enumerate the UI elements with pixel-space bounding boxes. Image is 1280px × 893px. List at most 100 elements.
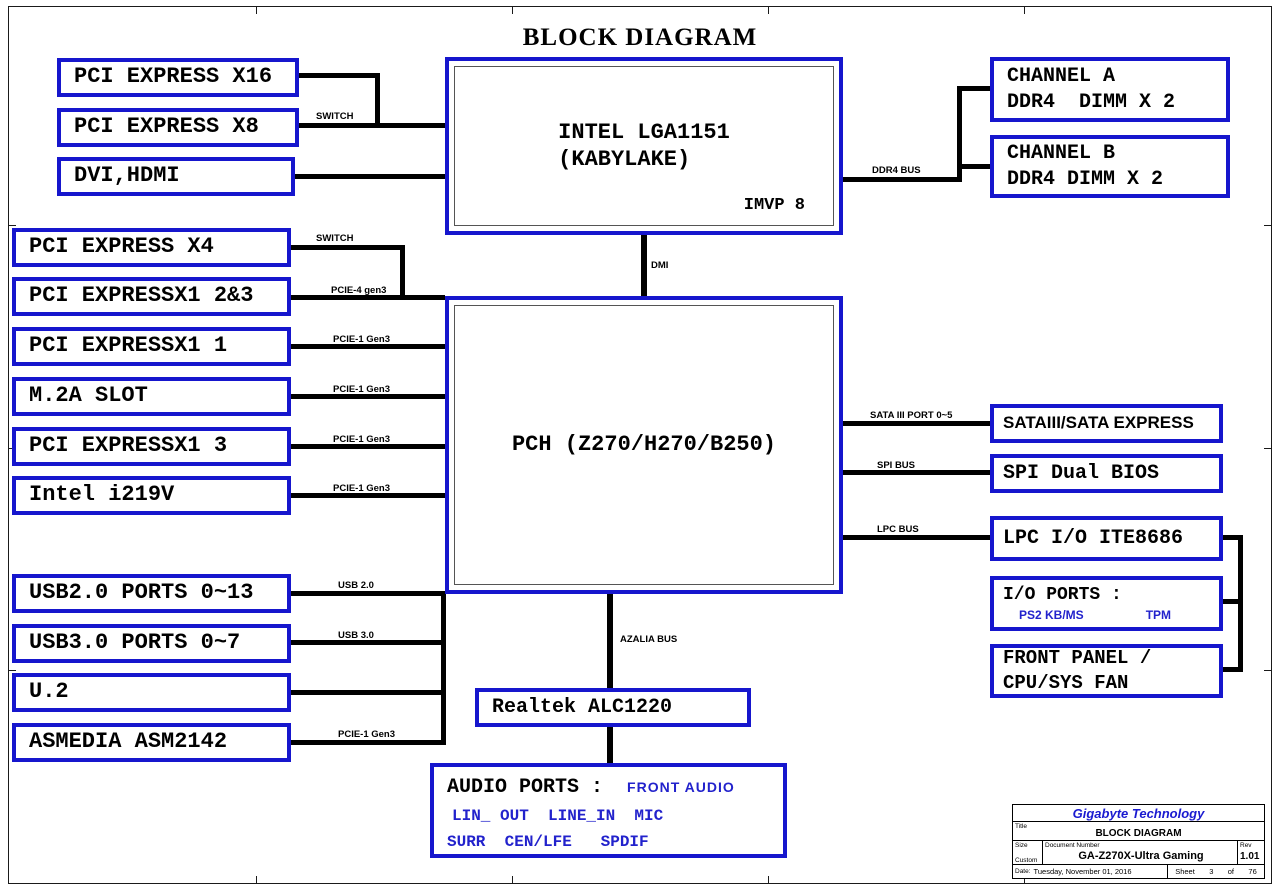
block-asmedia-asm2142: ASMEDIA ASM2142 [12, 723, 291, 762]
block-front-panel-fan: FRONT PANEL / CPU/SYS FAN [990, 644, 1223, 698]
block-label: FRONT PANEL / CPU/SYS FAN [1003, 647, 1152, 694]
audio-jacks-line2: SURR CEN/LFE SPDIF [447, 833, 649, 851]
wire-x8-to-cpu [299, 123, 445, 128]
bus-label-azalia: AZALIA BUS [620, 634, 678, 645]
date-value: Tuesday, November 01, 2016 [1033, 867, 1132, 876]
block-label: Realtek ALC1220 [492, 695, 673, 719]
date-label: Date: [1015, 868, 1031, 875]
document-number-value: GA-Z270X-Ultra Gaming [1078, 850, 1204, 862]
sheet-number: 3 [1209, 867, 1214, 876]
block-label: USB3.0 PORTS 0~7 [29, 630, 241, 656]
block-pci-express-x4: PCI EXPRESS X4 [12, 228, 291, 267]
sheet-cell: Sheet 3 of 76 [1168, 865, 1264, 878]
block-label: Intel i219V [29, 482, 175, 508]
block-pci-expressx1-3: PCI EXPRESSX1 3 [12, 427, 291, 466]
border-tick [768, 876, 769, 884]
block-pch: PCH (Z270/H270/B250) [445, 296, 843, 594]
wire-channel-a-branch [957, 86, 990, 91]
block-label: U.2 [29, 679, 69, 705]
title-block: Gigabyte Technology Title BLOCK DIAGRAM … [1012, 804, 1265, 879]
wire-ioports-stub [1223, 599, 1243, 604]
wire-ddr4-main [843, 177, 962, 182]
audio-front-label: FRONT AUDIO [627, 779, 735, 795]
block-u2: U.2 [12, 673, 291, 712]
border-tick [1264, 225, 1272, 226]
title-block-company: Gigabyte Technology [1013, 805, 1264, 822]
audio-jacks-line1: LIN_ OUT LINE_IN MIC [452, 807, 664, 825]
block-label: M.2A SLOT [29, 383, 148, 409]
border-tick [8, 225, 16, 226]
block-label: PCI EXPRESSX1 3 [29, 433, 228, 459]
block-sataiii-sata-express: SATAIII/SATA EXPRESS [990, 404, 1223, 443]
border-tick [256, 876, 257, 884]
wire-x4-to-switch [290, 245, 405, 250]
block-label: SATAIII/SATA EXPRESS [1003, 413, 1194, 433]
wire-usb-vertical [441, 591, 446, 745]
block-label: PCI EXPRESSX1 1 [29, 333, 228, 359]
sheet-of-label: of [1227, 867, 1235, 876]
wire-azalia [607, 594, 613, 688]
block-dvi-hdmi: DVI,HDMI [57, 157, 295, 196]
block-label: DVI,HDMI [74, 163, 180, 189]
border-tick [1024, 6, 1025, 14]
block-cpu: INTEL LGA1151 (KABYLAKE) IMVP 8 [445, 57, 843, 235]
wire-dvi-to-cpu [295, 174, 445, 179]
border-tick [512, 6, 513, 14]
block-io-ports: I/O PORTS : PS2 KB/MS TPM [990, 576, 1223, 631]
wire-switch2-vertical [400, 245, 405, 300]
io-ports-tpm-label: TPM [1145, 608, 1172, 622]
pch-inner-border: PCH (Z270/H270/B250) [454, 305, 834, 585]
bus-label-sata: SATA III PORT 0~5 [870, 410, 953, 421]
bus-label-pcie1-d: PCIE-1 Gen3 [333, 483, 391, 494]
cpu-inner-border: INTEL LGA1151 (KABYLAKE) IMVP 8 [454, 66, 834, 226]
title-block-doc-row: Size Custom Document Number GA-Z270X-Ult… [1013, 841, 1264, 865]
block-lpc-io-ite8686: LPC I/O ITE8686 [990, 516, 1223, 561]
block-pci-expressx1-2-3: PCI EXPRESSX1 2&3 [12, 277, 291, 316]
border-tick [1264, 670, 1272, 671]
audio-ports-header: AUDIO PORTS : FRONT AUDIO [447, 776, 735, 799]
block-label: PCI EXPRESS X8 [74, 114, 259, 140]
bus-label-switch-cpu: SWITCH [316, 111, 354, 122]
cpu-imvp-label: IMVP 8 [743, 196, 805, 215]
block-label: PCI EXPRESSX1 2&3 [29, 283, 254, 309]
title-label: Title [1015, 823, 1028, 830]
sheet-total: 76 [1248, 867, 1257, 876]
block-pci-express-x16: PCI EXPRESS X16 [57, 58, 299, 97]
wire-asmedia [290, 740, 445, 745]
border-tick [768, 6, 769, 14]
wire-m2a [290, 394, 445, 399]
border-tick [256, 6, 257, 14]
wire-channel-b-branch [957, 164, 990, 169]
block-realtek-alc1220: Realtek ALC1220 [475, 688, 751, 727]
wire-frontpanel-stub [1223, 667, 1243, 672]
bus-label-pcie1-c: PCIE-1 Gen3 [333, 434, 391, 445]
block-usb3-ports: USB3.0 PORTS 0~7 [12, 624, 291, 663]
bus-label-switch-pch: SWITCH [316, 233, 354, 244]
bus-label-ddr4: DDR4 BUS [872, 165, 921, 176]
block-label: LPC I/O ITE8686 [1003, 526, 1184, 550]
wire-switch-vertical [375, 73, 380, 128]
bus-label-usb3: USB 3.0 [338, 630, 374, 641]
rev-cell: Rev 1.01 [1238, 841, 1264, 864]
bus-label-usb2: USB 2.0 [338, 580, 374, 591]
title-block-title-row: Title BLOCK DIAGRAM [1013, 822, 1264, 841]
rev-value: 1.01 [1240, 851, 1260, 862]
block-label: PCI EXPRESS X4 [29, 234, 214, 260]
block-label: CHANNEL A DDR4 DIMM X 2 [1007, 64, 1176, 114]
bus-label-dmi: DMI [651, 260, 669, 271]
bus-label-pcie1-asm: PCIE-1 Gen3 [338, 729, 396, 740]
io-ports-items: PS2 KB/MS TPM [994, 605, 1171, 622]
io-ports-ps2-label: PS2 KB/MS [1019, 608, 1084, 622]
sheet-label: Sheet [1175, 867, 1195, 876]
wire-i219v [290, 493, 445, 498]
block-label: USB2.0 PORTS 0~13 [29, 580, 254, 606]
bus-label-pcie4: PCIE-4 gen3 [331, 285, 387, 296]
block-m2a-slot: M.2A SLOT [12, 377, 291, 416]
border-tick [512, 876, 513, 884]
wire-x16-to-switch [299, 73, 380, 78]
wire-lpcio-stub [1223, 535, 1243, 540]
wire-sata [843, 421, 990, 426]
border-tick [1264, 448, 1272, 449]
io-ports-title: I/O PORTS : [1003, 585, 1122, 605]
title-block-date-row: Date: Tuesday, November 01, 2016 Sheet 3… [1013, 865, 1264, 878]
